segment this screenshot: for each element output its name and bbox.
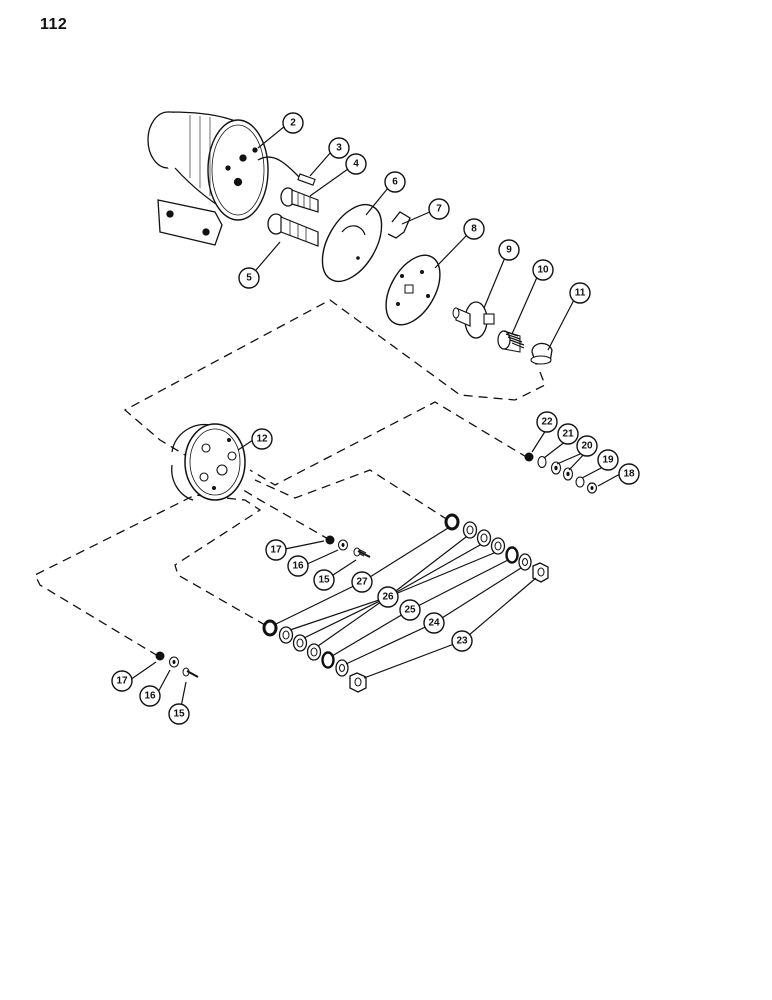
svg-text:12: 12 (256, 434, 268, 445)
spring-clip-7 (387, 211, 411, 239)
callout-18: 18 (618, 463, 640, 485)
svg-text:27: 27 (356, 577, 368, 588)
callout-19: 19 (597, 449, 619, 471)
svg-text:26: 26 (382, 592, 394, 603)
callout-4: 4 (345, 153, 367, 175)
svg-text:25: 25 (404, 605, 416, 616)
callout-8: 8 (463, 218, 485, 240)
callout-21: 21 (557, 423, 579, 445)
assembly-dashed-lines (34, 299, 546, 657)
dashed-line-upper-loop (123, 299, 546, 456)
svg-text:9: 9 (506, 245, 512, 256)
washer-stack-upper (444, 513, 549, 583)
washer-stack-lower (262, 619, 367, 693)
svg-text:21: 21 (562, 429, 574, 440)
callout-25: 25 (399, 599, 421, 621)
contact-plate-6 (321, 203, 383, 283)
terminal-screw-3 (257, 156, 316, 186)
dashed-line-screw-loop (239, 487, 331, 541)
hardware-group-15-17-upper (325, 535, 371, 558)
solenoid-body (147, 111, 269, 246)
svg-text:10: 10 (537, 265, 549, 276)
svg-text:16: 16 (144, 691, 156, 702)
svg-text:5: 5 (246, 273, 252, 284)
terminal-stud-5 (267, 213, 319, 247)
svg-text:24: 24 (428, 618, 440, 629)
svg-text:17: 17 (116, 676, 128, 687)
svg-text:23: 23 (456, 636, 468, 647)
callout-9: 9 (498, 239, 520, 261)
svg-text:2: 2 (290, 118, 296, 129)
callout-17-lower: 17 (111, 670, 133, 692)
plunger-9 (452, 301, 495, 339)
svg-text:15: 15 (173, 709, 185, 720)
callout-2: 2 (282, 112, 304, 134)
callout-24: 24 (423, 612, 445, 634)
svg-text:22: 22 (541, 417, 553, 428)
svg-text:4: 4 (353, 159, 359, 170)
end-cover-12 (171, 423, 246, 501)
callout-17-upper: 17 (265, 539, 287, 561)
callout-15-upper: 15 (313, 569, 335, 591)
svg-text:20: 20 (581, 441, 593, 452)
callout-22: 22 (536, 411, 558, 433)
spring-10 (497, 330, 525, 353)
callout-15-lower: 15 (168, 703, 190, 725)
callout-16-lower: 16 (139, 685, 161, 707)
svg-text:15: 15 (318, 575, 330, 586)
svg-text:16: 16 (292, 561, 304, 572)
callouts: 2 3 4 5 6 7 8 9 10 11 12 15 15 16 16 17 … (111, 112, 640, 725)
cap-nut-11 (530, 342, 553, 365)
callout-20: 20 (576, 435, 598, 457)
svg-text:6: 6 (392, 177, 398, 188)
dashed-line-washer-loop (254, 469, 449, 521)
dashed-line-left-loop (34, 494, 266, 657)
svg-text:3: 3 (336, 143, 342, 154)
callout-5: 5 (238, 267, 260, 289)
svg-text:19: 19 (602, 455, 614, 466)
svg-text:11: 11 (575, 288, 586, 299)
page-number: 112 (40, 16, 68, 33)
terminal-stud-4 (280, 187, 319, 213)
callout-7: 7 (428, 198, 450, 220)
callout-27: 27 (351, 571, 373, 593)
svg-text:8: 8 (471, 224, 477, 235)
dashed-line-mid-loop (249, 401, 529, 486)
callout-16-upper: 16 (287, 555, 309, 577)
callout-6: 6 (384, 171, 406, 193)
hardware-group-15-17-lower (155, 651, 199, 678)
callout-26: 26 (377, 586, 399, 608)
callout-23: 23 (451, 630, 473, 652)
callout-12: 12 (251, 428, 273, 450)
callout-3: 3 (328, 137, 350, 159)
svg-text:17: 17 (270, 545, 282, 556)
contact-disc-8 (385, 254, 441, 326)
callout-11: 11 (569, 282, 591, 304)
hardware-group-18-22 (524, 452, 598, 494)
svg-text:18: 18 (623, 469, 635, 480)
svg-text:7: 7 (436, 204, 442, 215)
callout-10: 10 (532, 259, 554, 281)
leader-lines (129, 125, 621, 713)
